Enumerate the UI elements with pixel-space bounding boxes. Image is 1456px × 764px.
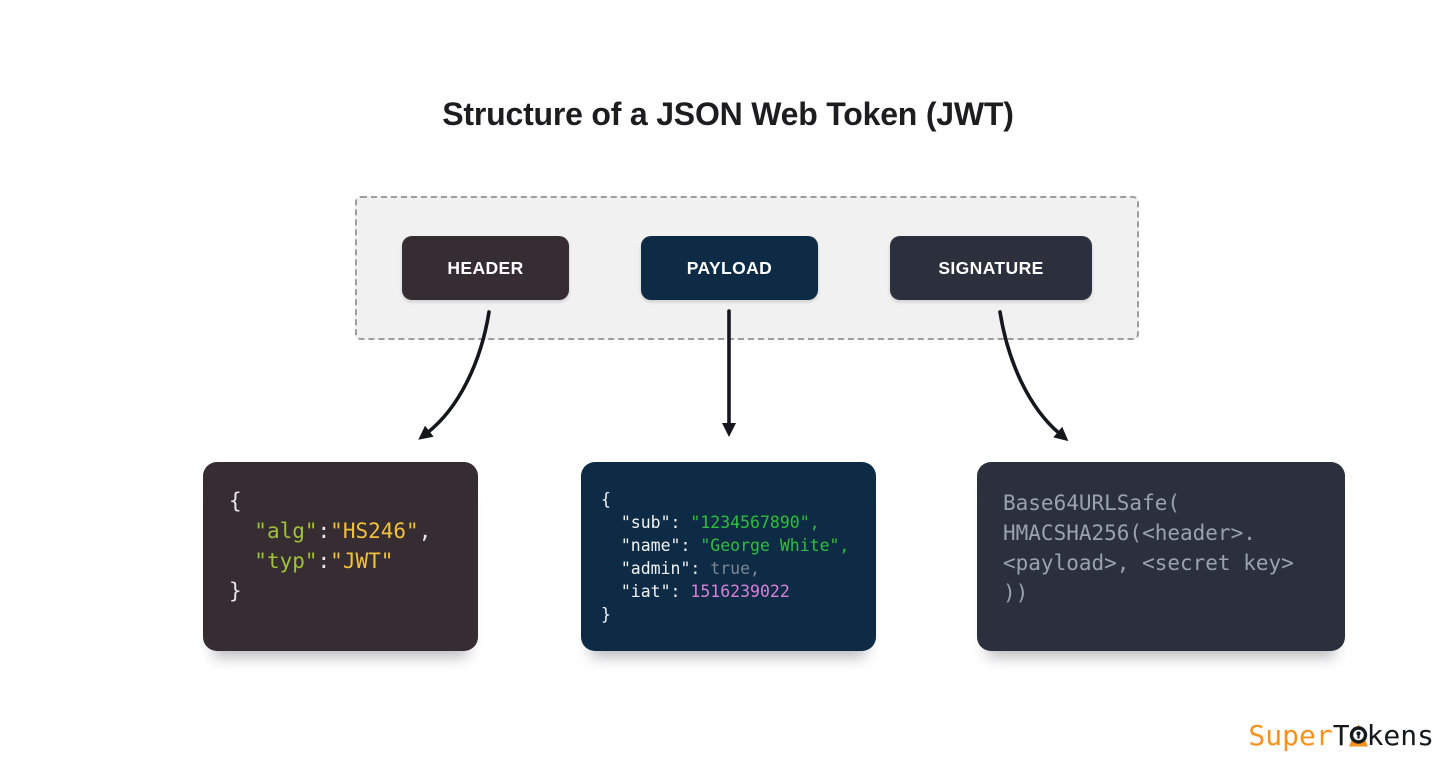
code-line: )) (1003, 581, 1029, 605)
code-line: "iat": 1516239022 (620, 582, 790, 601)
header-part-label: HEADER (447, 257, 524, 278)
code-line: { (229, 489, 242, 513)
signature-code-block: Base64URLSafe( HMACSHA256(<header>. <paylo… (977, 462, 1345, 651)
code-line: "name": "George White", (620, 536, 850, 555)
logo-text-kens: kens (1366, 719, 1434, 752)
code-line: <payload>, <secret key> (1003, 551, 1294, 575)
lock-icon (1348, 718, 1368, 755)
signature-part-badge: SIGNATURE (890, 236, 1092, 300)
code-line: HMACSHA256(<header>. (1003, 521, 1256, 545)
header-code-block: { "alg":"HS246", "typ":"JWT"} (203, 462, 478, 651)
header-part-badge: HEADER (402, 236, 569, 300)
payload-part-label: PAYLOAD (686, 257, 773, 278)
code-line: } (601, 605, 611, 624)
code-line: Base64URLSafe( (1003, 491, 1181, 515)
payload-code-block: { "sub": "1234567890", "name": "George W… (581, 462, 876, 651)
code-line: { (601, 490, 611, 509)
page-title: Structure of a JSON Web Token (JWT) (442, 96, 1014, 132)
payload-part-badge: PAYLOAD (641, 236, 818, 300)
code-line: } (229, 579, 242, 603)
code-line: "typ":"JWT" (254, 549, 394, 573)
code-line: "alg":"HS246", (254, 519, 432, 543)
jwt-token-panel: HEADER PAYLOAD SIGNATURE (355, 196, 1139, 340)
logo-text-super: Super (1248, 719, 1333, 752)
code-line: "sub": "1234567890", (620, 513, 820, 532)
logo-text-t: T (1332, 719, 1350, 752)
code-line: "admin": true, (620, 559, 760, 578)
signature-part-label: SIGNATURE (938, 257, 1044, 278)
